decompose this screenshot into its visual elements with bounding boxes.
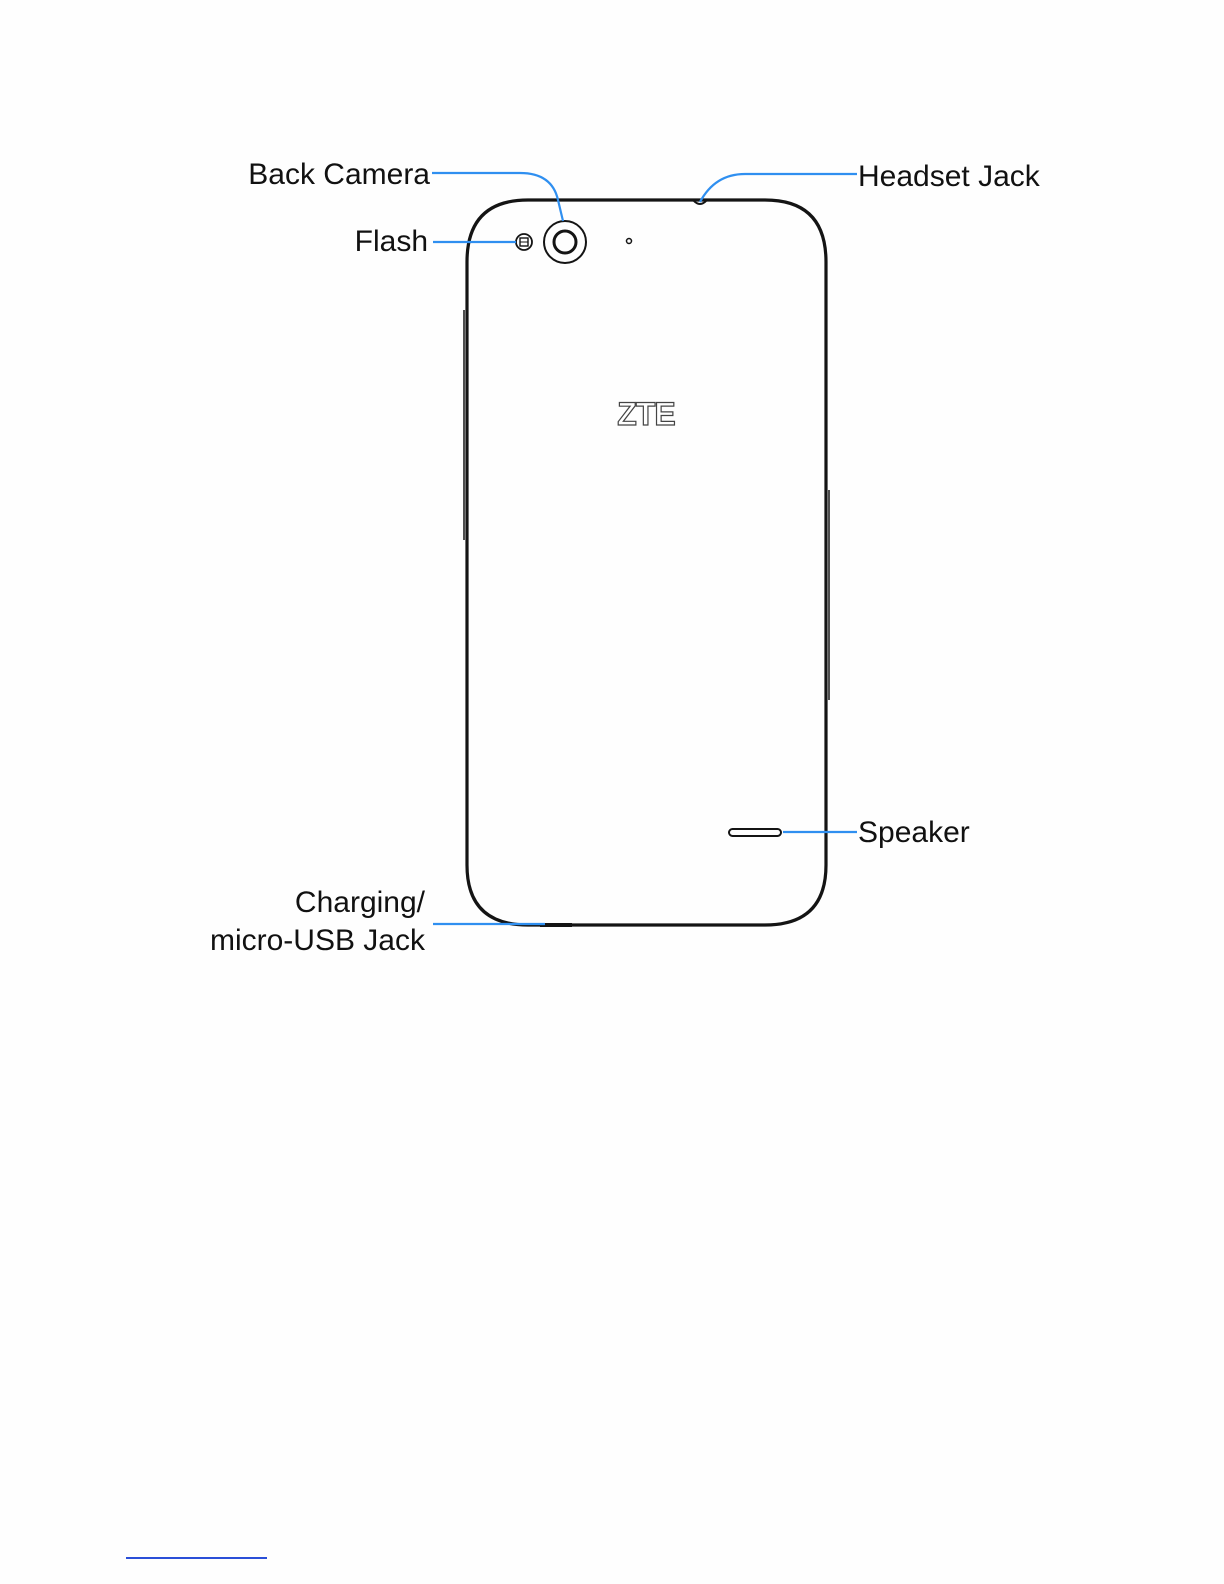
- back-camera-leader: [432, 173, 563, 221]
- speaker-slot: [729, 829, 781, 836]
- charging-label-line1: Charging/: [295, 886, 426, 919]
- footnote-separator: [126, 1557, 267, 1559]
- zte-logo: ZTE: [617, 396, 675, 432]
- charging-label-line2: micro-USB Jack: [210, 924, 426, 957]
- speaker-label: Speaker: [858, 816, 970, 849]
- headset-jack-leader: [700, 174, 857, 202]
- back-camera-label: Back Camera: [248, 158, 430, 191]
- phone-body-outline: [467, 200, 826, 925]
- flash-icon: [516, 234, 532, 250]
- back-camera: [544, 221, 586, 263]
- headset-jack-label: Headset Jack: [858, 160, 1041, 193]
- flash-label: Flash: [355, 225, 428, 258]
- microphone-dot: [627, 239, 632, 244]
